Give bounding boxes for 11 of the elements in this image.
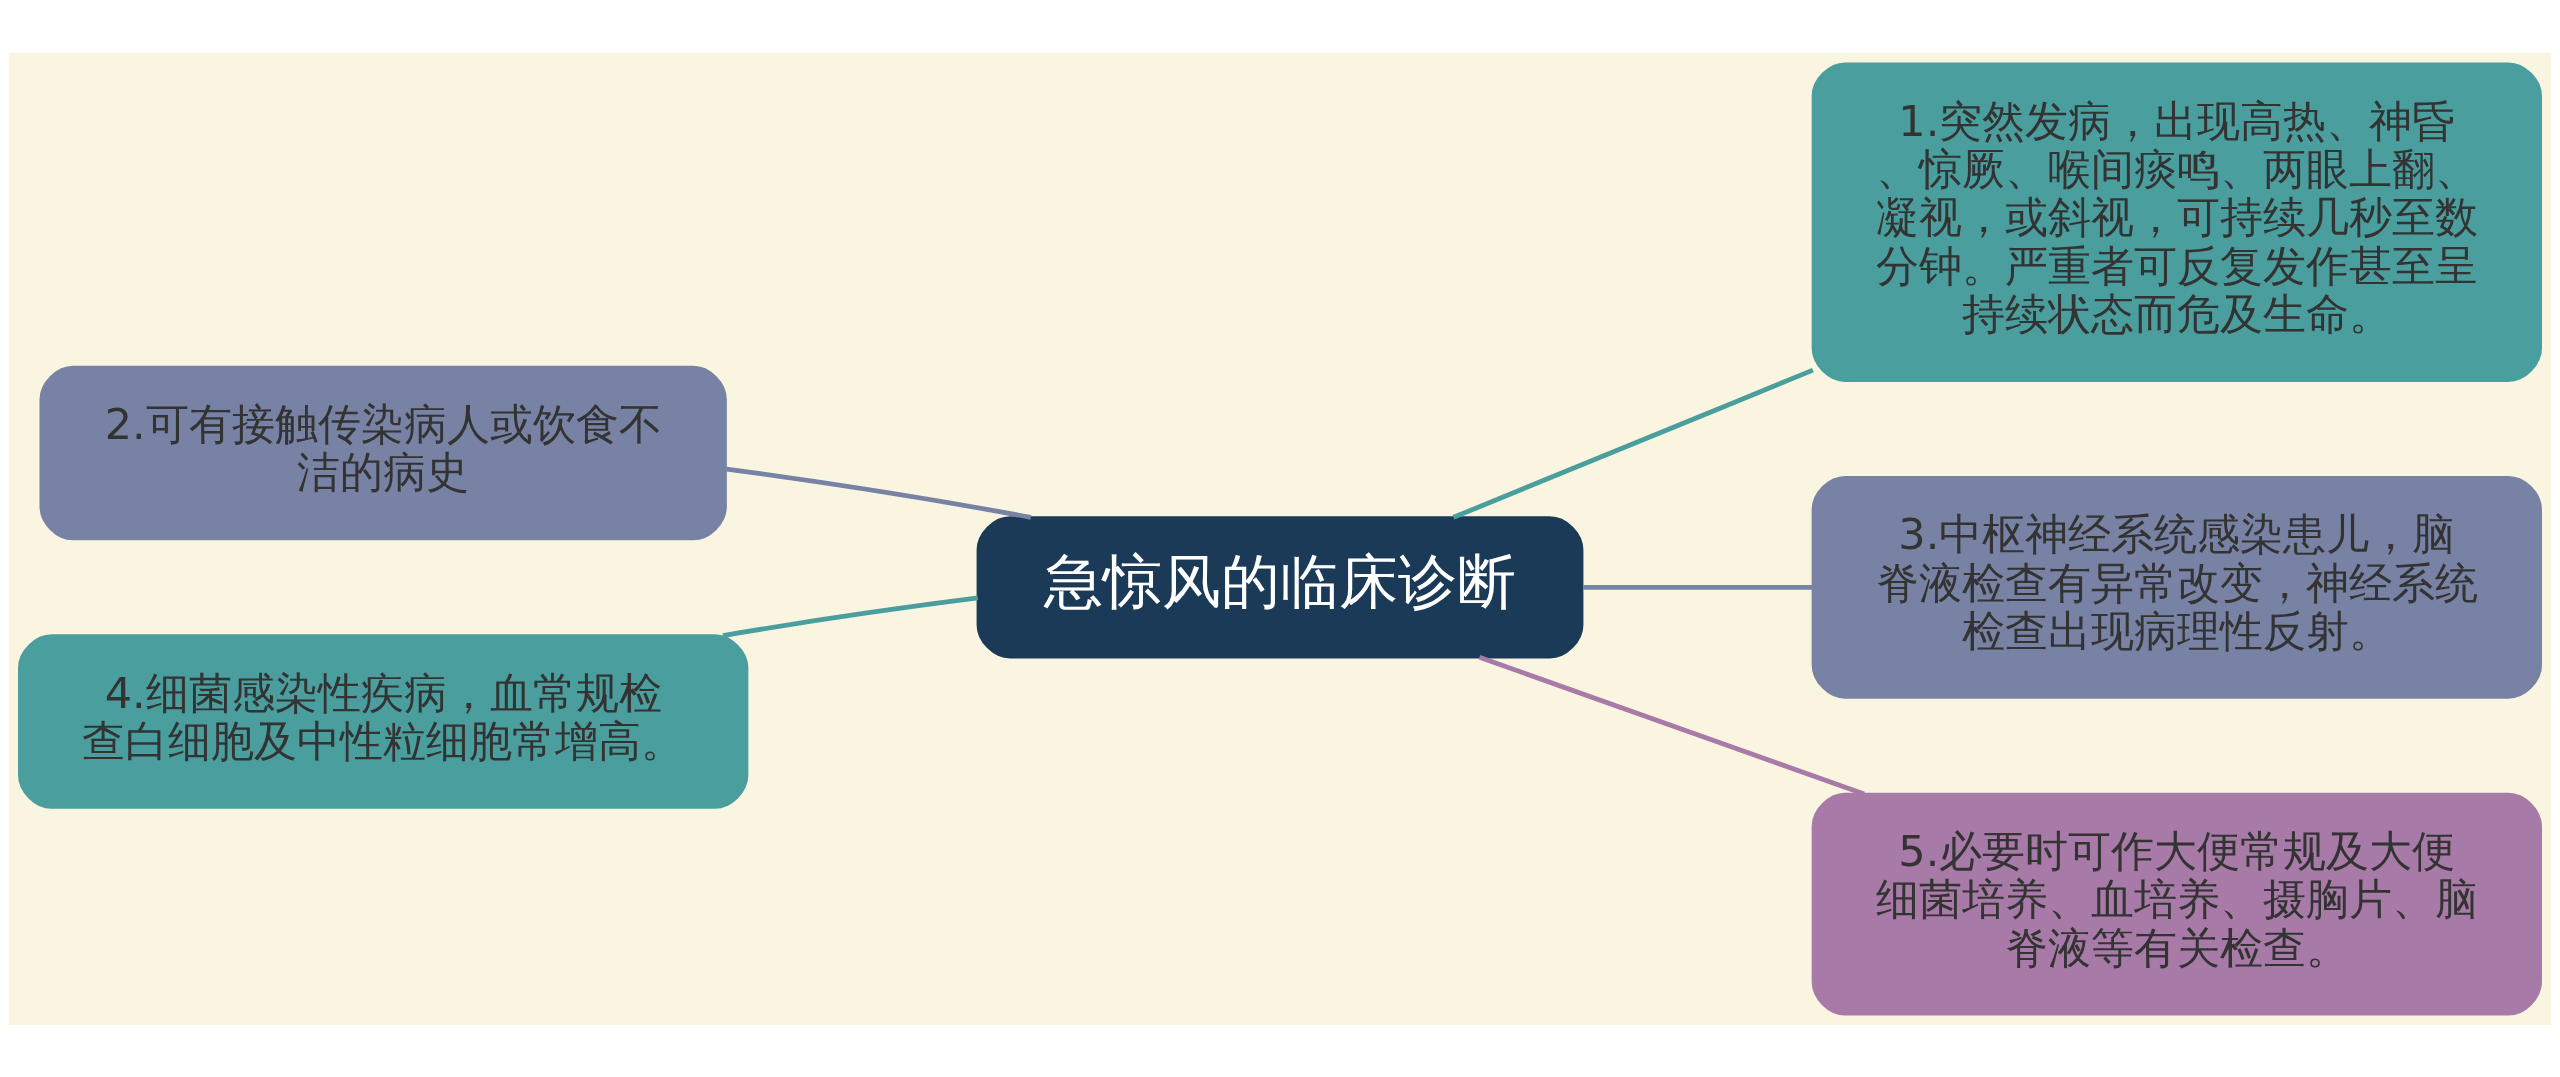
node-box: 5.必要时可作大便常规及大便细菌培养、血培养、摄胸片、脑脊液等有关检查。	[1811, 792, 2542, 1016]
node-box: 急惊风的临床诊断	[976, 515, 1584, 658]
node-box: 4.细菌感染性疾病，血常规检查白细胞及中性粒细胞常增高。	[18, 633, 749, 809]
connector	[726, 466, 1032, 520]
connector	[722, 595, 979, 638]
node-box: 3.中枢神经系统感染患儿，脑脊液检查有异常改变，神经系统检查出现病理性反射。	[1811, 475, 2542, 699]
node-box: 1.突然发病，出现高热、神昏、惊厥、喉间痰鸣、两眼上翻、凝视，或斜视，可持续几秒至数分钟。严重者可反复发作甚至呈持续状态而危及生命。	[1811, 61, 2542, 382]
connector	[1583, 584, 1813, 590]
connector	[1452, 367, 1814, 520]
node-box: 2.可有接触传染病人或饮食不洁的病史	[39, 365, 727, 540]
connector	[1478, 654, 1865, 796]
